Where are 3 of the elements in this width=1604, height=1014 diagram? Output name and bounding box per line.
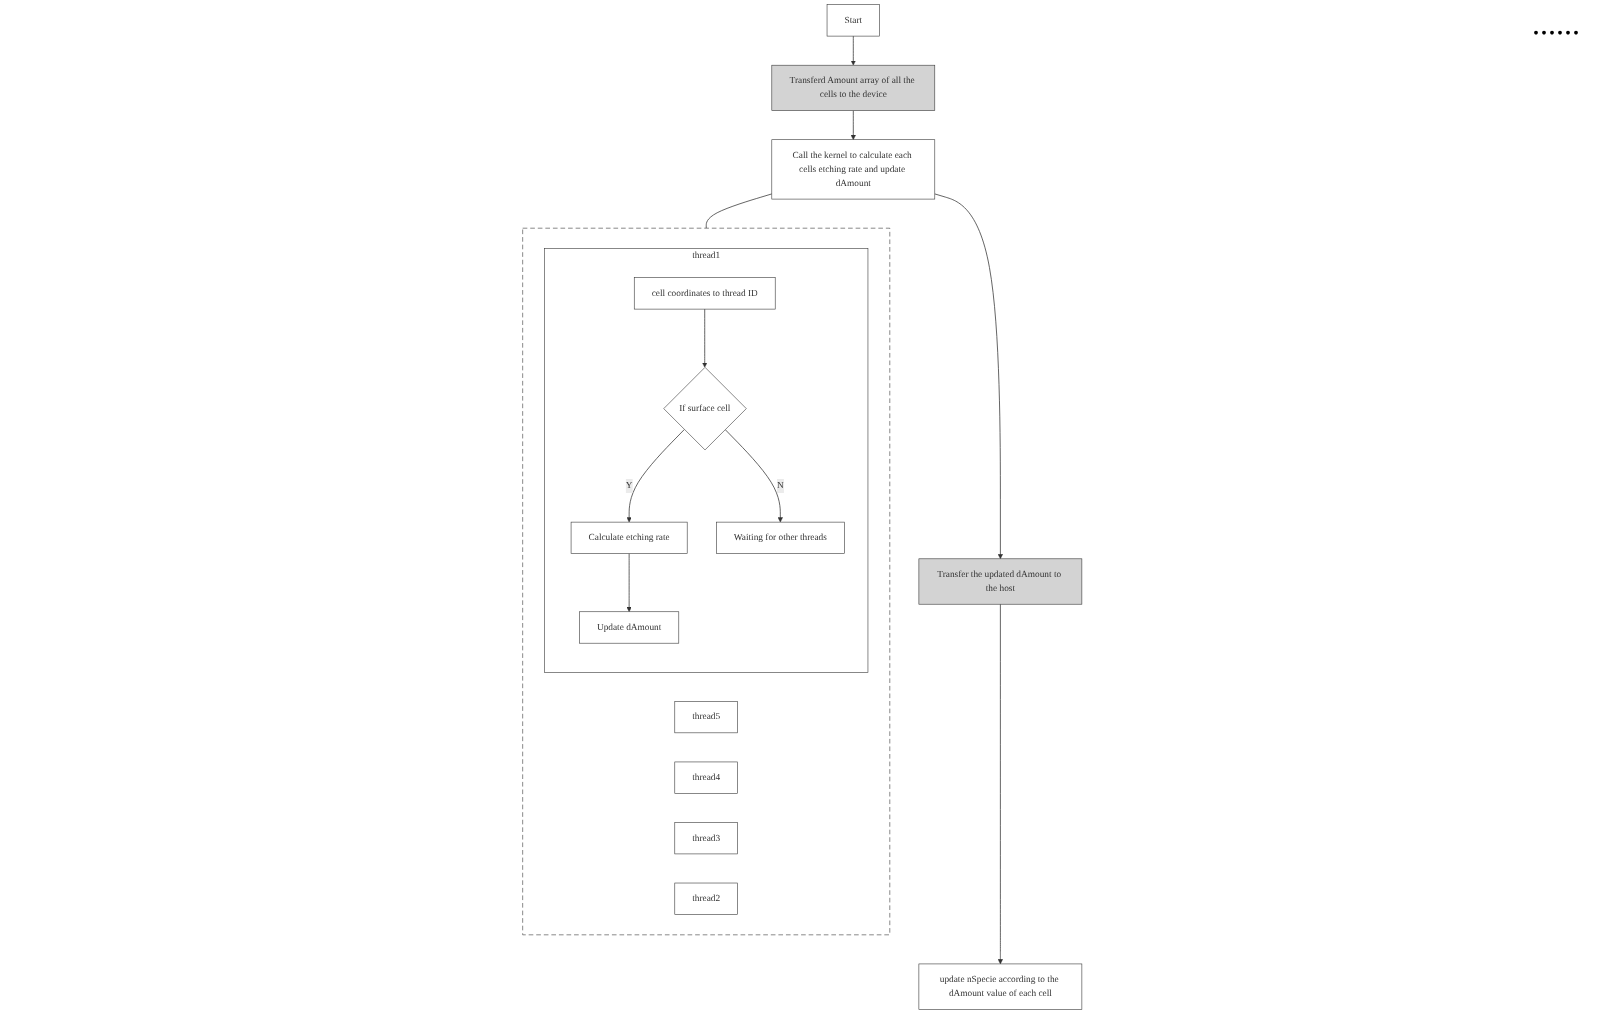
connector <box>705 193 772 229</box>
ellipsis-note: ...... <box>1532 8 1580 44</box>
cluster <box>522 227 890 936</box>
